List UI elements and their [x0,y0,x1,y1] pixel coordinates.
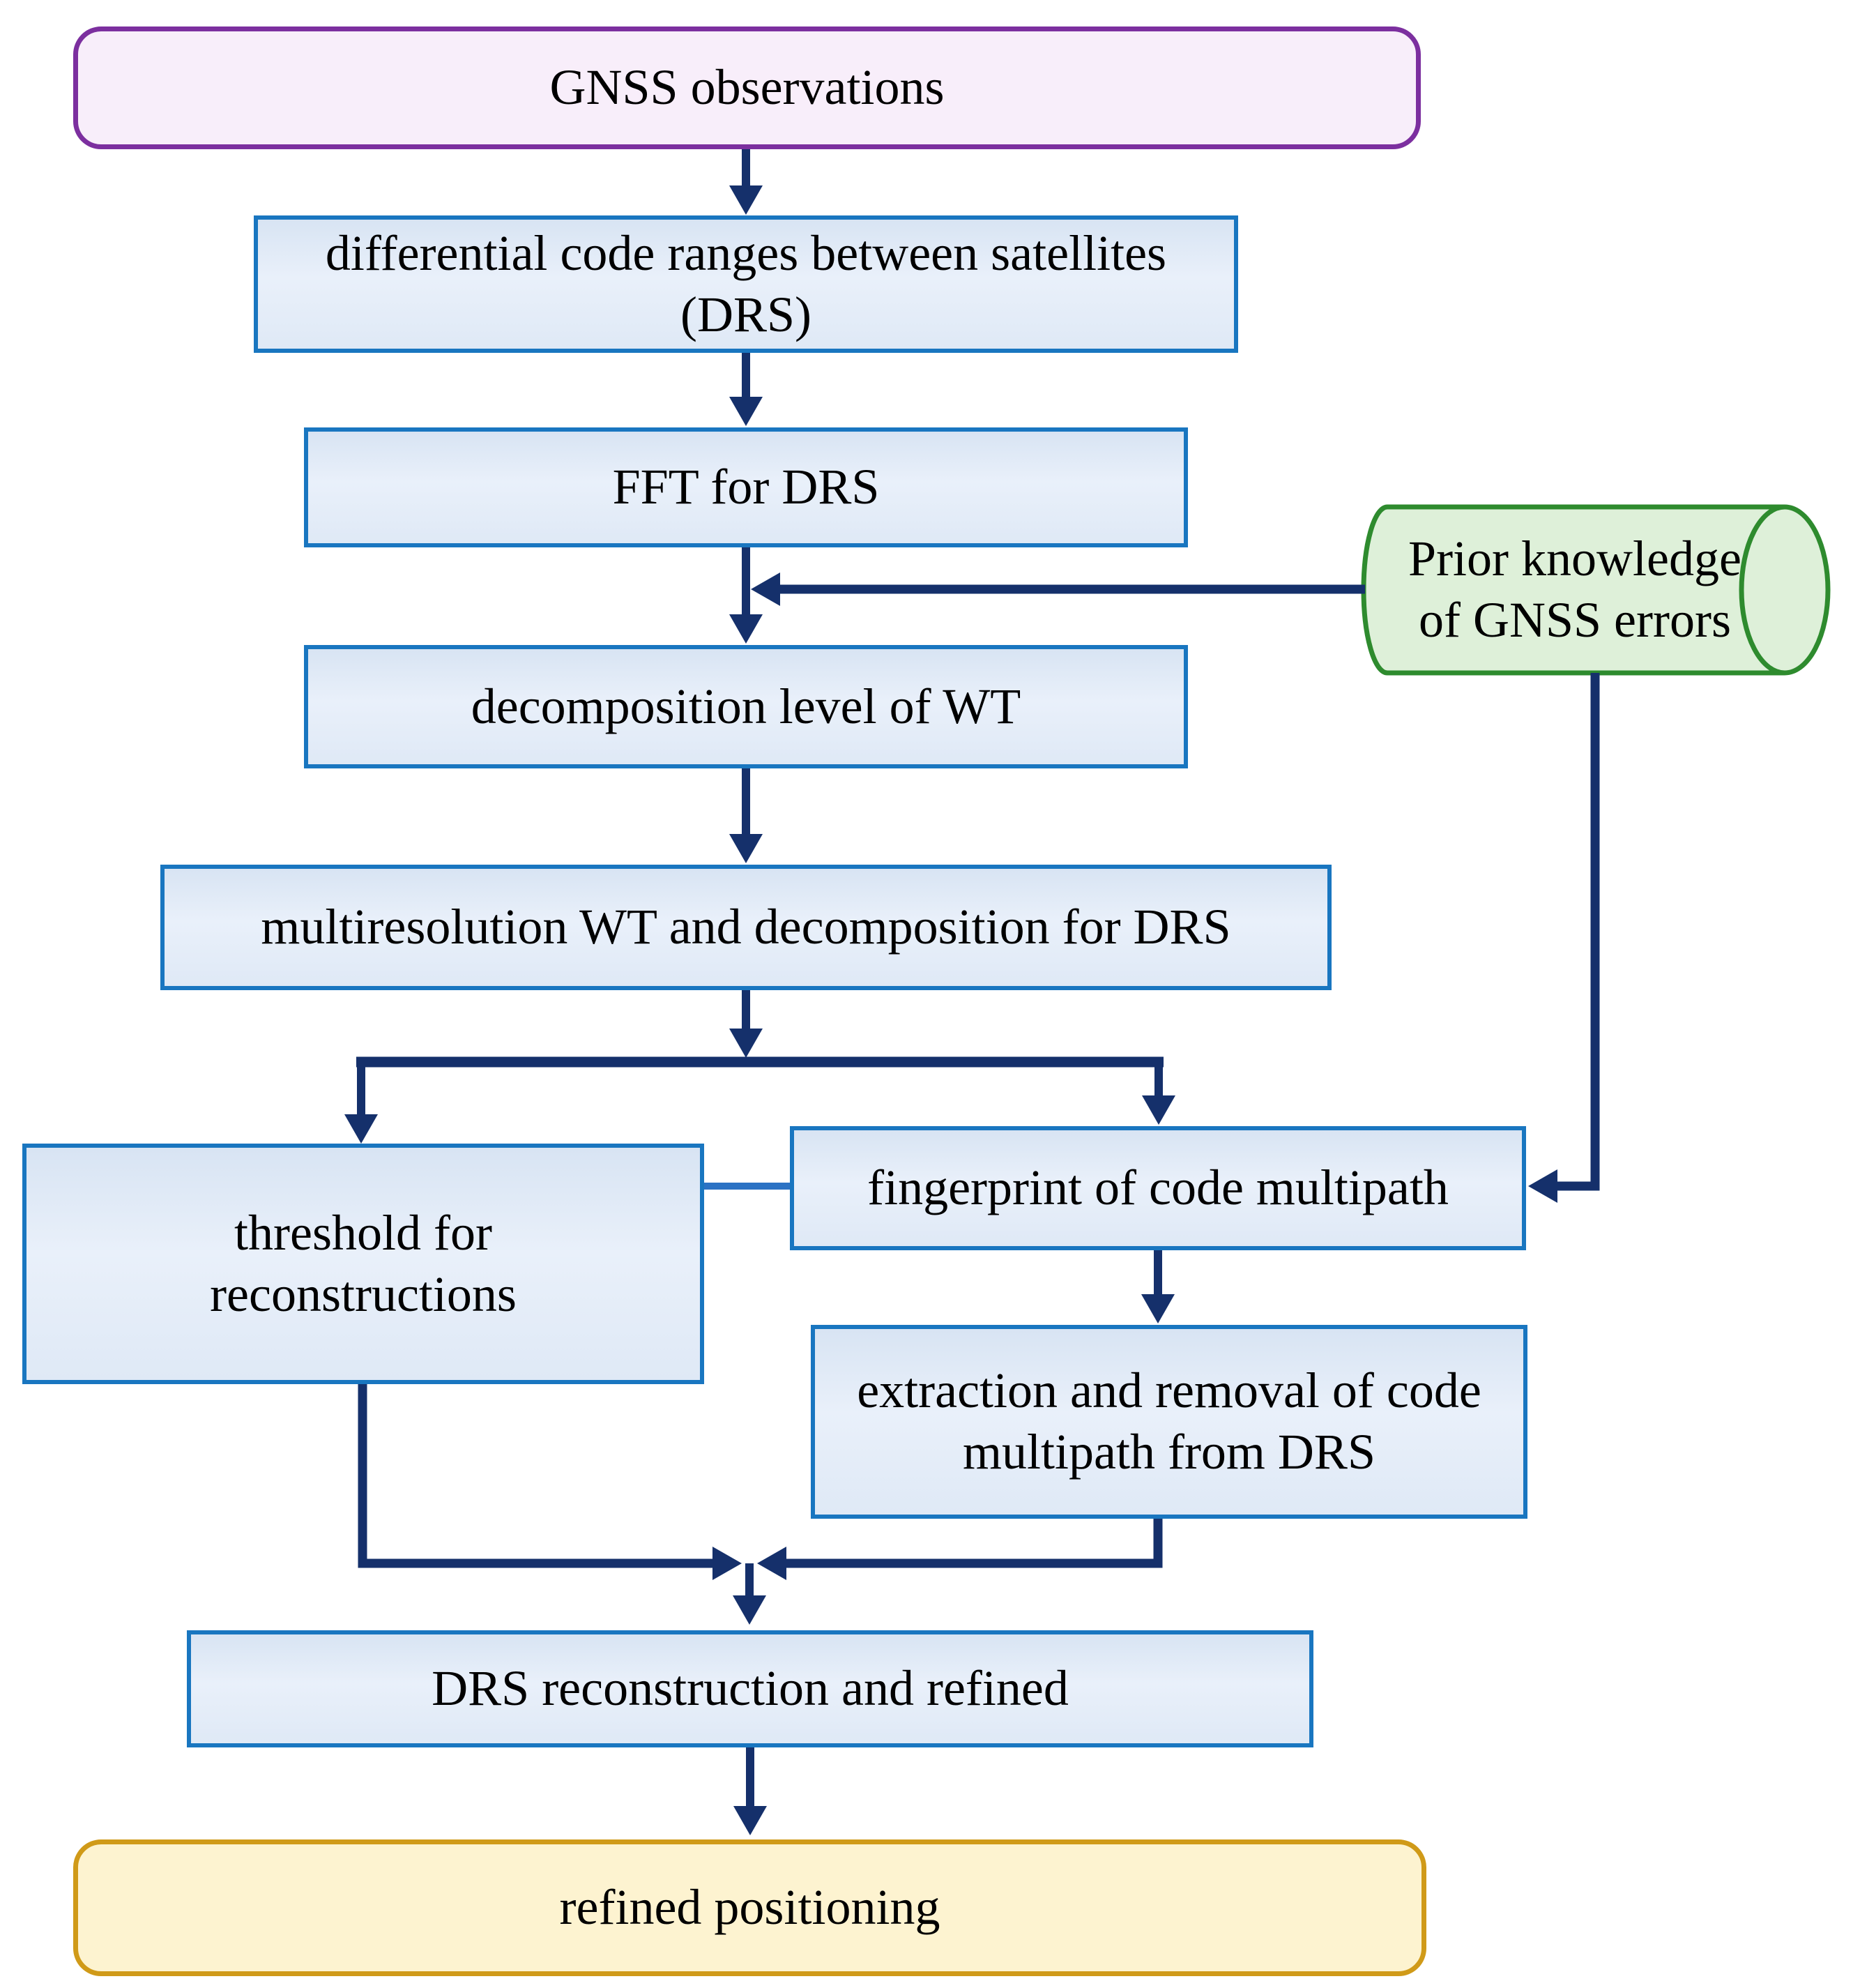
arrow-prior-to-decomposition [751,572,1365,606]
arrow-multiresolution-to-split [356,990,1164,1068]
node-extraction-and-removal: extraction and removal of code multipath… [811,1325,1527,1519]
node-gnss-observations: GNSS observations [73,26,1421,149]
node-prior-knowledge-label: Prior knowledge of GNSS errors [1408,531,1741,648]
node-drs-reconstruction-label: DRS reconstruction and refined [432,1660,1069,1717]
cylinder-rim [1739,504,1785,676]
node-gnss-observations-label: GNSS observations [549,59,945,116]
node-differential-code-ranges: differential code ranges between satelli… [254,215,1238,353]
node-multiresolution-wt: multiresolution WT and decomposition for… [160,865,1332,990]
node-decomposition-level: decomposition level of WT [304,645,1188,768]
node-extraction-and-removal-label: extraction and removal of code multipath… [857,1363,1481,1480]
arrow-gnss-to-drs [729,149,763,215]
arrow-prior-to-fingerprint [1528,673,1600,1203]
arrow-merge-to-reconstruction [733,1563,766,1625]
cylinder-shape [1361,504,1831,676]
node-fft-for-drs-label: FFT for DRS [612,459,880,515]
arrow-extraction-to-merge [757,1519,1163,1580]
arrow-split-to-threshold [344,1062,378,1144]
arrow-split-to-fingerprint [1142,1062,1175,1125]
node-fft-for-drs: FFT for DRS [304,427,1188,547]
node-threshold-for-reconstructions-label: threshold for reconstructions [210,1204,517,1322]
arrow-threshold-to-merge [358,1384,742,1580]
node-refined-positioning-label: refined positioning [559,1879,940,1936]
node-threshold-for-reconstructions: threshold for reconstructions [22,1144,704,1384]
arrow-reconstruction-to-refined [733,1747,767,1835]
node-decomposition-level-label: decomposition level of WT [471,678,1021,734]
node-refined-positioning: refined positioning [73,1839,1426,1976]
node-drs-reconstruction: DRS reconstruction and refined [187,1630,1313,1747]
node-fingerprint-of-code-multipath-label: fingerprint of code multipath [867,1160,1449,1216]
node-fingerprint-of-code-multipath: fingerprint of code multipath [790,1126,1526,1250]
arrow-fft-to-decomposition [729,547,763,644]
node-differential-code-ranges-label: differential code ranges between satelli… [325,225,1167,342]
arrow-fingerprint-to-extraction [1141,1250,1175,1323]
node-prior-knowledge: Prior knowledge of GNSS errors [1365,507,1785,673]
arrow-drs-to-fft [729,352,763,426]
arrow-decomposition-to-multiresolution [729,768,763,863]
node-multiresolution-wt-label: multiresolution WT and decomposition for… [261,899,1231,955]
